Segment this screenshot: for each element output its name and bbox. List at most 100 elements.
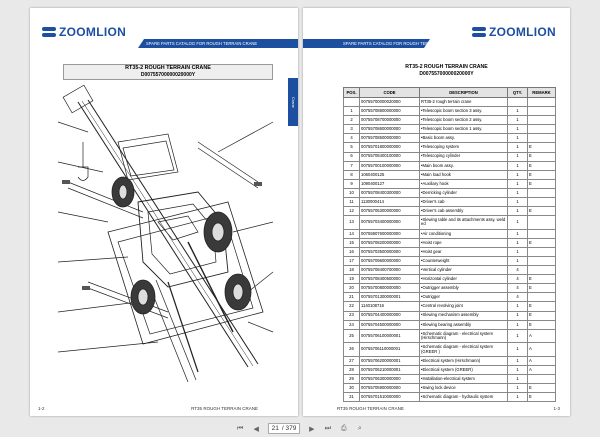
row-remark: A [527,342,556,357]
logo-text: ZOOMLION [59,25,127,39]
row-code: 00755708600000000 [359,124,420,135]
prev-page-icon[interactable]: ◀ [253,425,259,433]
row-qty: 1 [507,215,528,230]
row-code: 00755705300000000 [359,206,420,217]
row-remark: E [527,237,556,248]
first-page-icon[interactable]: ⏮ [236,424,244,432]
row-code: 00755706210000001 [359,364,420,375]
right-page: SPARE PARTS CATALOG FOR ROUGH TERRAIN CR… [303,8,570,416]
row-pos: 21 [343,292,360,303]
row-qty: 4 [507,283,528,294]
row-code: 00755703500000000 [359,246,420,258]
row-remark [527,292,556,303]
row-description: •Vertical cylinder [419,265,508,276]
print-icon[interactable]: ⎙ [341,424,347,432]
row-code: 00755708400500000 [359,274,420,285]
row-pos: 3 [343,124,360,135]
row-code: 00755701510000000 [359,392,420,403]
row-pos: 1 [343,106,360,117]
logo-text-right: ZOOMLION [488,25,556,39]
row-description: •Telescopic boom section 1 assy. [419,124,508,135]
last-page-icon[interactable]: ⏭ [324,424,331,432]
row-remark: E [527,160,556,171]
row-qty: 1 [507,328,528,344]
row-remark: E [527,274,556,285]
row-description: •Slewing mechanism assembly [419,310,508,321]
row-description: •Hoist gear [419,246,508,258]
row-code: 00755708400700000 [359,265,420,276]
row-code: 1060400125 [359,169,420,180]
row-pos: 16 [343,246,360,258]
row-code: 00755703400000000 [359,215,420,230]
zoom-icon[interactable]: ⌕ [357,424,362,432]
row-remark [527,373,556,385]
row-remark: E [527,178,556,189]
row-qty: 1 [507,151,528,162]
table-title-line2: D00755700000020000Y [419,70,474,77]
row-description: •Schematic diagram - electrical system (… [419,342,508,357]
row-pos: 17 [343,255,360,267]
row-qty: 4 [507,274,528,285]
row-remark [527,133,556,144]
row-qty: 1 [507,115,528,126]
row-remark: E [527,392,556,403]
row-code: 00755700800000000 [359,283,420,294]
row-description: •Driver's cab assembly [419,206,508,217]
header-description: DESCRIPTION [419,87,508,98]
header-banner-right: SPARE PARTS CATALOG FOR ROUGH TERRAIN CR… [303,39,430,48]
row-pos: 24 [343,319,360,330]
current-page-input[interactable]: 21 [271,425,279,432]
row-description: RT35-2 rough terrain crane [419,96,508,108]
crane-exploded-drawing [57,84,274,383]
row-code: 00755701300000001 [359,292,420,303]
row-qty: 1 [507,169,528,180]
header-banner: SPARE PARTS CATALOG FOR ROUGH TERRAIN CR… [138,39,298,48]
page-indicator[interactable]: 21 / 379 [267,423,301,434]
row-qty: 1 [507,228,528,239]
row-description: •Swing lock device [419,383,508,394]
row-code: 00755700000020000 [359,96,420,108]
row-remark: E [527,151,556,162]
row-pos: 4 [343,133,360,144]
row-description: •Basic boom assy. [419,133,508,144]
total-pages: / 379 [281,425,297,432]
row-description: •Outrigger [419,292,508,303]
row-remark [527,96,556,108]
row-remark: E [527,301,556,312]
zoomlion-logo: ZOOMLION [42,25,126,39]
drawing-code: D00755700000020000Y [140,71,196,78]
section-side-tab[interactable]: Crane [288,78,298,126]
parts-table-header: POS. CODE DESCRIPTION QTY. REMARK [343,87,556,98]
row-pos: 25 [343,328,360,344]
header-qty: QTY. [507,87,528,98]
next-page-icon[interactable]: ▶ [309,425,315,433]
row-pos: 27 [343,355,360,366]
header-remark: REMARK [527,87,556,98]
row-remark [527,255,556,267]
row-qty: 1 [507,106,528,117]
row-code: 00755704400000000 [359,310,420,321]
row-code: 00755708200000000 [359,237,420,248]
row-remark [527,124,556,135]
row-remark [527,215,556,230]
row-qty: 1 [507,342,528,357]
row-code: 1090400127 [359,178,420,189]
row-pos: 26 [343,342,360,357]
row-pos [343,96,360,108]
row-remark: E [527,206,556,217]
row-qty: 1 [507,310,528,321]
row-remark [527,228,556,239]
